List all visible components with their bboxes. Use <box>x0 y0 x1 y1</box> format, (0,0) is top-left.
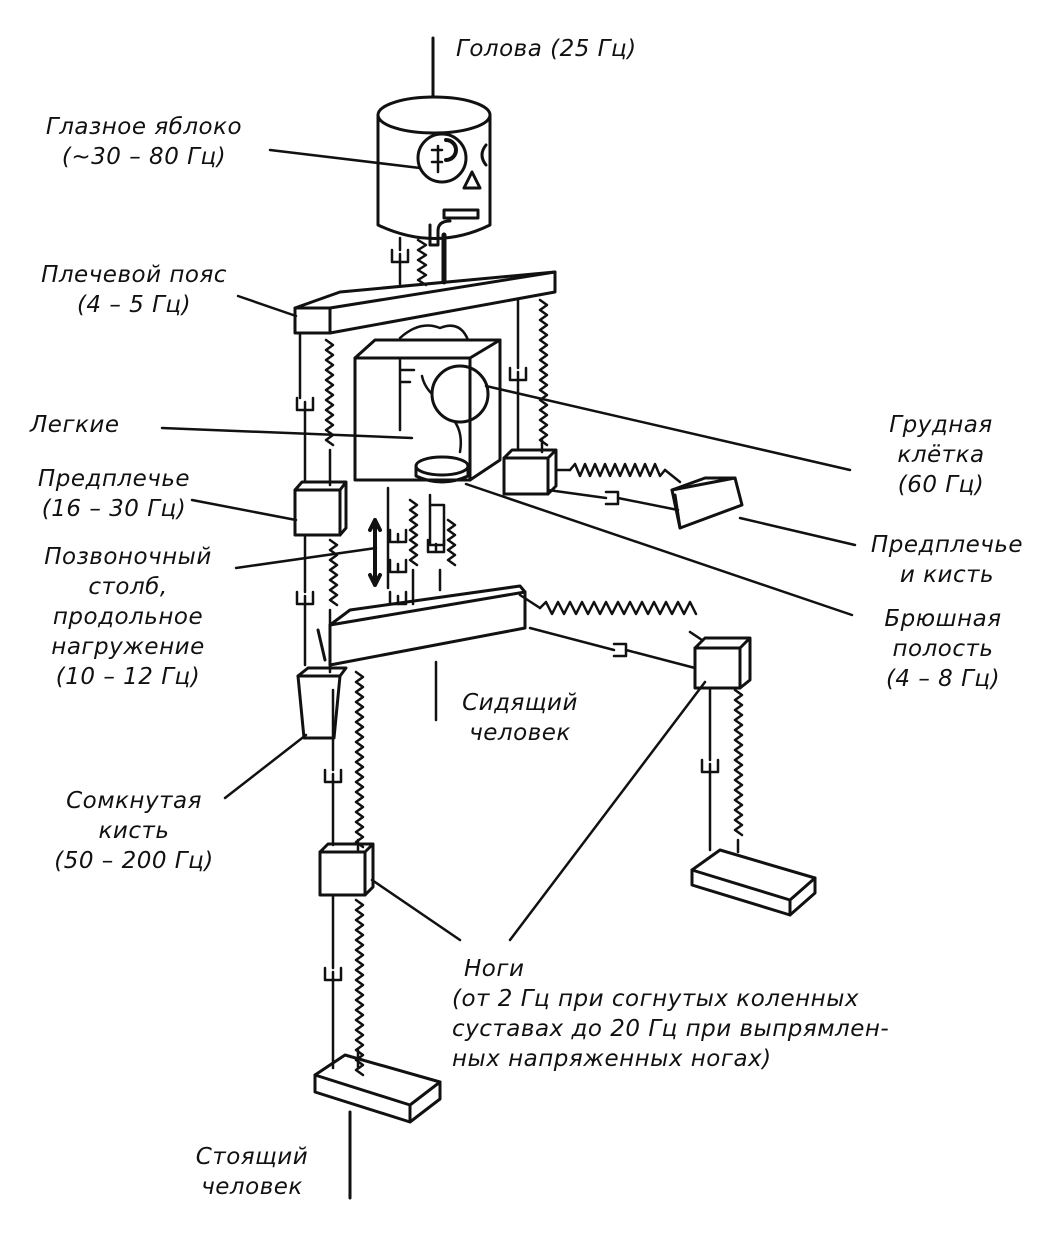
label-sitting: Сидящий человек <box>440 688 600 748</box>
label-sitting-line-2: человек <box>469 720 571 746</box>
label-shoulder: Плечевой пояс (4 – 5 Гц) <box>14 260 254 320</box>
sitting-thigh <box>528 600 752 690</box>
label-abdomen-line-3: (4 – 8 Гц) <box>885 666 1001 692</box>
head-cylinder <box>376 95 492 247</box>
label-shoulder-line-1: Плечевой пояс <box>41 262 227 288</box>
spine-springs <box>368 486 457 606</box>
left-arm <box>293 331 348 740</box>
label-fist-line-2: кисть <box>98 818 170 844</box>
label-eyeball: Глазное яблоко (~30 – 80 Гц) <box>14 112 274 172</box>
label-legs-line-2: (от 2 Гц при согнутых коленных <box>452 986 859 1012</box>
label-chest-line-1: Грудная <box>889 412 993 438</box>
label-abdomen-line-1: Брюшная <box>884 606 1002 632</box>
label-chest-line-2: клётка <box>897 442 985 468</box>
label-spine-line-5: (10 – 12 Гц) <box>55 664 201 690</box>
label-legs: Ноги (от 2 Гц при согнутых коленных суст… <box>452 954 889 1074</box>
label-abdomen-line-2: полость <box>892 636 994 662</box>
label-spine-line-1: Позвоночный <box>44 544 212 570</box>
label-fist-line-1: Сомкнутая <box>66 788 202 814</box>
label-shoulder-line-2: (4 – 5 Гц) <box>76 292 192 318</box>
label-eyeball-line-1: Глазное яблоко <box>45 114 243 140</box>
neck <box>390 232 447 287</box>
label-standing-line-2: человек <box>201 1174 303 1200</box>
label-head-line-1: Голова (25 Гц) <box>456 36 637 62</box>
label-lungs-line-1: Легкие <box>30 412 120 438</box>
leader-lines <box>160 148 857 942</box>
label-forearm-right: Предплечье и кисть <box>852 530 1042 590</box>
label-chest-line-3: (60 Гц) <box>897 472 985 498</box>
label-lungs: Легкие <box>30 410 120 440</box>
label-forearm-left: Предплечье (16 – 30 Гц) <box>14 464 214 524</box>
label-standing-line-1: Стоящий <box>195 1144 309 1170</box>
label-spine-line-2: столб, <box>88 574 168 600</box>
label-chest: Грудная клётка (60 Гц) <box>856 410 1026 500</box>
label-sitting-line-1: Сидящий <box>462 690 578 716</box>
label-forearm-right-line-2: и кисть <box>899 562 995 588</box>
label-legs-line-4: ных напряженных ногах) <box>452 1046 772 1072</box>
standing-leg <box>313 670 442 1200</box>
label-eyeball-line-2: (~30 – 80 Гц) <box>61 144 227 170</box>
label-forearm-left-line-1: Предплечье <box>37 466 191 492</box>
label-spine-line-3: продольное <box>52 604 204 630</box>
label-forearm-right-line-1: Предплечье <box>870 532 1024 558</box>
torso-box <box>353 324 502 484</box>
sitting-shin <box>690 686 817 917</box>
label-head: Голова (25 Гц) <box>456 34 637 64</box>
pelvis-bar <box>316 584 542 667</box>
label-abdomen: Брюшная полость (4 – 8 Гц) <box>858 604 1028 694</box>
label-standing: Стоящий человек <box>172 1142 332 1202</box>
label-fist: Сомкнутая кисть (50 – 200 Гц) <box>14 786 254 876</box>
label-legs-line-3: суставах до 20 Гц при выпрямлен- <box>452 1016 890 1042</box>
label-spine: Позвоночный столб, продольное нагружение… <box>18 542 238 692</box>
right-arm <box>502 298 744 530</box>
label-forearm-left-line-2: (16 – 30 Гц) <box>41 496 187 522</box>
shoulder-bar <box>293 270 557 335</box>
label-spine-line-4: нагружение <box>51 634 205 660</box>
label-legs-line-1: Ноги <box>464 956 525 982</box>
label-fist-line-3: (50 – 200 Гц) <box>54 848 214 874</box>
